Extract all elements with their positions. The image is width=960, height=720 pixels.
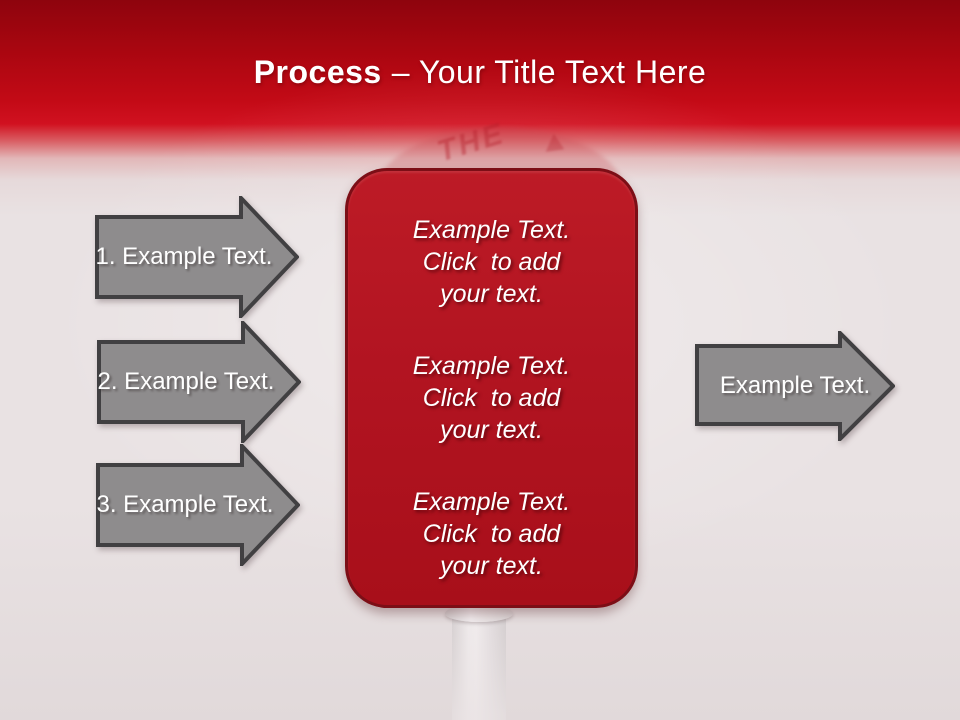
right-arrow-shape-icon — [95, 196, 299, 318]
process-arrow-1[interactable]: 1. Example Text. — [95, 196, 299, 318]
slide-title[interactable]: Process– Your Title Text Here — [0, 54, 960, 90]
process-arrow-output[interactable]: Example Text. — [695, 331, 895, 441]
sign-pole — [452, 612, 506, 720]
arrow-label: 3. Example Text. — [96, 491, 274, 518]
process-arrow-2[interactable]: 2. Example Text. — [97, 321, 301, 443]
right-arrow-shape-icon — [695, 331, 895, 441]
center-sign-panel[interactable]: Example Text. Click to add your text. Ex… — [345, 168, 638, 608]
process-arrow-3[interactable]: 3. Example Text. — [96, 444, 300, 566]
panel-text-block[interactable]: Example Text. Click to add your text. — [412, 488, 571, 580]
panel-text-block[interactable]: Example Text. Click to add your text. — [412, 216, 571, 308]
arrow-label: Example Text. — [719, 372, 871, 399]
slide-title-keyword: Process — [253, 54, 382, 90]
slide-title-rest: – Your Title Text Here — [391, 54, 707, 90]
right-arrow-shape-icon — [96, 444, 300, 566]
panel-text-block[interactable]: Example Text. Click to add your text. — [412, 352, 571, 444]
right-arrow-shape-icon — [97, 321, 301, 443]
arrow-label: 1. Example Text. — [95, 243, 273, 270]
arrow-label: 2. Example Text. — [97, 368, 275, 395]
sign-pole-collar — [445, 605, 513, 622]
